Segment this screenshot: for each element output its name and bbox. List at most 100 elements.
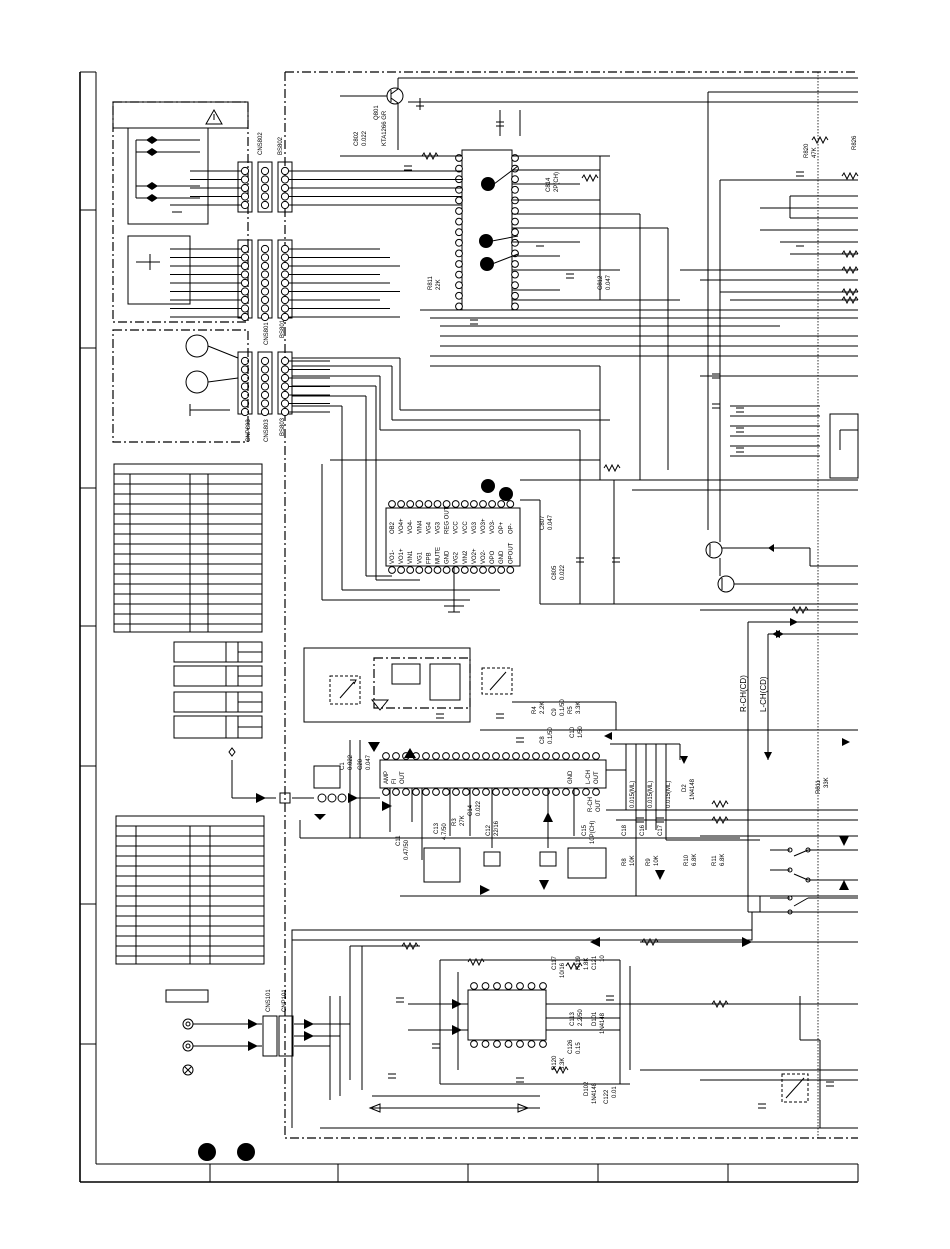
cnp803-label: CNP803 [246, 419, 252, 442]
ic-upper-driver [455, 149, 519, 311]
r119-value: 1.8K [584, 958, 590, 970]
r8-value: 10K [630, 855, 636, 866]
amp-pin-bottom-label: FPB [426, 552, 432, 564]
c117-value: 10/16 [560, 962, 566, 978]
c9-label: C9 [552, 708, 558, 716]
cnp101-label: CNP101 [282, 989, 288, 1012]
motor-block [112, 329, 249, 443]
r11-value: 6.8K [720, 854, 726, 866]
amp-pin-top-label: VO3- [490, 520, 496, 534]
board-outline [284, 71, 858, 1139]
c16-value: 0.015(ML) [648, 781, 654, 808]
r10-value: 6.8K [692, 854, 698, 866]
amp-pin-top-label: VG4 [426, 521, 432, 534]
amp-pin-top-label: VO4+ [399, 518, 405, 534]
amp-pin-bottom-label: VO1- [390, 550, 396, 564]
amp-pin-top-label: OB2 [390, 521, 396, 534]
d102-type: 1N4148 [592, 1082, 598, 1104]
r820-value: 47K [812, 147, 818, 158]
r11-label: R11 [712, 855, 718, 866]
c122-label: C122 [604, 1089, 610, 1104]
connector-bank-top [237, 161, 293, 417]
amp-pin-top-label: OP- [508, 523, 514, 534]
c16-label: C16 [640, 824, 646, 836]
c117-label: C117 [552, 955, 558, 970]
c12-value: 22/16 [494, 820, 500, 836]
amp-pin-top-label: VIN4 [417, 520, 423, 534]
c805-label: C805 [552, 565, 558, 580]
amp-pin-top-label: VO3+ [481, 518, 487, 534]
c805-value: 0.022 [560, 564, 566, 580]
amp-pin-top-label: REG OUT [445, 506, 451, 534]
wiring-fm [292, 701, 858, 912]
antenna-input [228, 747, 347, 820]
input-jacks [182, 1015, 294, 1076]
c18-label: C18 [622, 824, 628, 836]
amp-pin-bottom-label: OPO [490, 550, 496, 564]
wiring-middle [292, 357, 858, 613]
c14-value: 0.022 [476, 800, 482, 816]
amp-pin-top-label: VG3 [472, 521, 478, 534]
q801-type: KTA1266 GR [382, 110, 388, 146]
if-amp-label: AMP [384, 771, 390, 784]
amp-pin-bottom-label: MUTE [436, 547, 442, 564]
d2-label: D2 [682, 784, 688, 792]
small-tables [173, 641, 263, 739]
c13-label: C13 [434, 822, 440, 834]
c15-label: C15 [582, 824, 588, 836]
c8-value: 0.1/50 [548, 727, 554, 744]
mute-transistors [700, 526, 858, 611]
r5-label: R5 [568, 706, 574, 714]
if-out-label: OUT [400, 771, 406, 784]
page-frame [79, 71, 859, 1183]
c807-label: C807 [540, 515, 546, 530]
c14-label: C14 [468, 804, 474, 816]
c17-label: C17 [658, 824, 664, 836]
c10-value: 1/50 [578, 726, 584, 738]
amp-pin-bottom-label: VO2+ [472, 548, 478, 564]
c20-value: 0.047 [366, 754, 372, 770]
r826-label: R826 [852, 135, 858, 150]
r5-value: 3.3K [576, 702, 582, 714]
ic-fm-if [379, 752, 607, 796]
amp-pin-bottom-label: VO2- [481, 550, 487, 564]
if-gnd-label: GND [568, 770, 574, 784]
cns101-label: CNS101 [266, 989, 272, 1012]
c8-label: C8 [540, 736, 546, 744]
amp-pin-bottom-label: VIN2 [463, 550, 469, 564]
cns802-label: CNS802 [258, 132, 264, 155]
power-transformer-block [112, 101, 249, 323]
c11-value: 0.47/50 [404, 839, 410, 860]
wiring-upper [170, 91, 859, 530]
amp-pin-top-label: OP+ [499, 521, 505, 534]
c812-value: 0.047 [606, 274, 612, 290]
r3-value: 27K [460, 815, 466, 826]
r120-label: R120 [552, 1055, 558, 1070]
c1-value: 0.022 [348, 754, 354, 770]
c812-label: C812 [598, 275, 604, 290]
c113-value: 2.2/50 [578, 1009, 584, 1026]
amp-pin-bottom-label: VG1 [417, 551, 423, 564]
c802-label: C802 [354, 131, 360, 146]
r811-label: R811 [428, 275, 434, 290]
if-rch-out-label: OUT [596, 799, 602, 812]
c121-label: C121 [592, 955, 598, 970]
amp-pin-top-label: VO4- [408, 520, 414, 534]
c11-label: C11 [396, 835, 402, 846]
wiring-bottom [248, 912, 858, 1129]
c10-label: C10 [570, 726, 576, 738]
d102-label: D102 [584, 1081, 590, 1096]
amp-pin-top-label: VCC [454, 521, 460, 534]
l-ch-cd-label: L-CH(CD) [759, 676, 768, 712]
r4-value: 2.2K [540, 702, 546, 714]
amp-pin-bottom-label: GND [445, 550, 451, 564]
q801-label: Q801 [374, 105, 380, 120]
r4-label: R4 [532, 706, 538, 714]
c1-label: C1 [340, 762, 346, 770]
c15-value: 10P(CH) [590, 821, 596, 844]
r120-value: 3.3K [560, 1058, 566, 1070]
if-lch-label: L-CH [586, 770, 592, 784]
amp-pin-bottom-label: VIN1 [408, 550, 414, 564]
